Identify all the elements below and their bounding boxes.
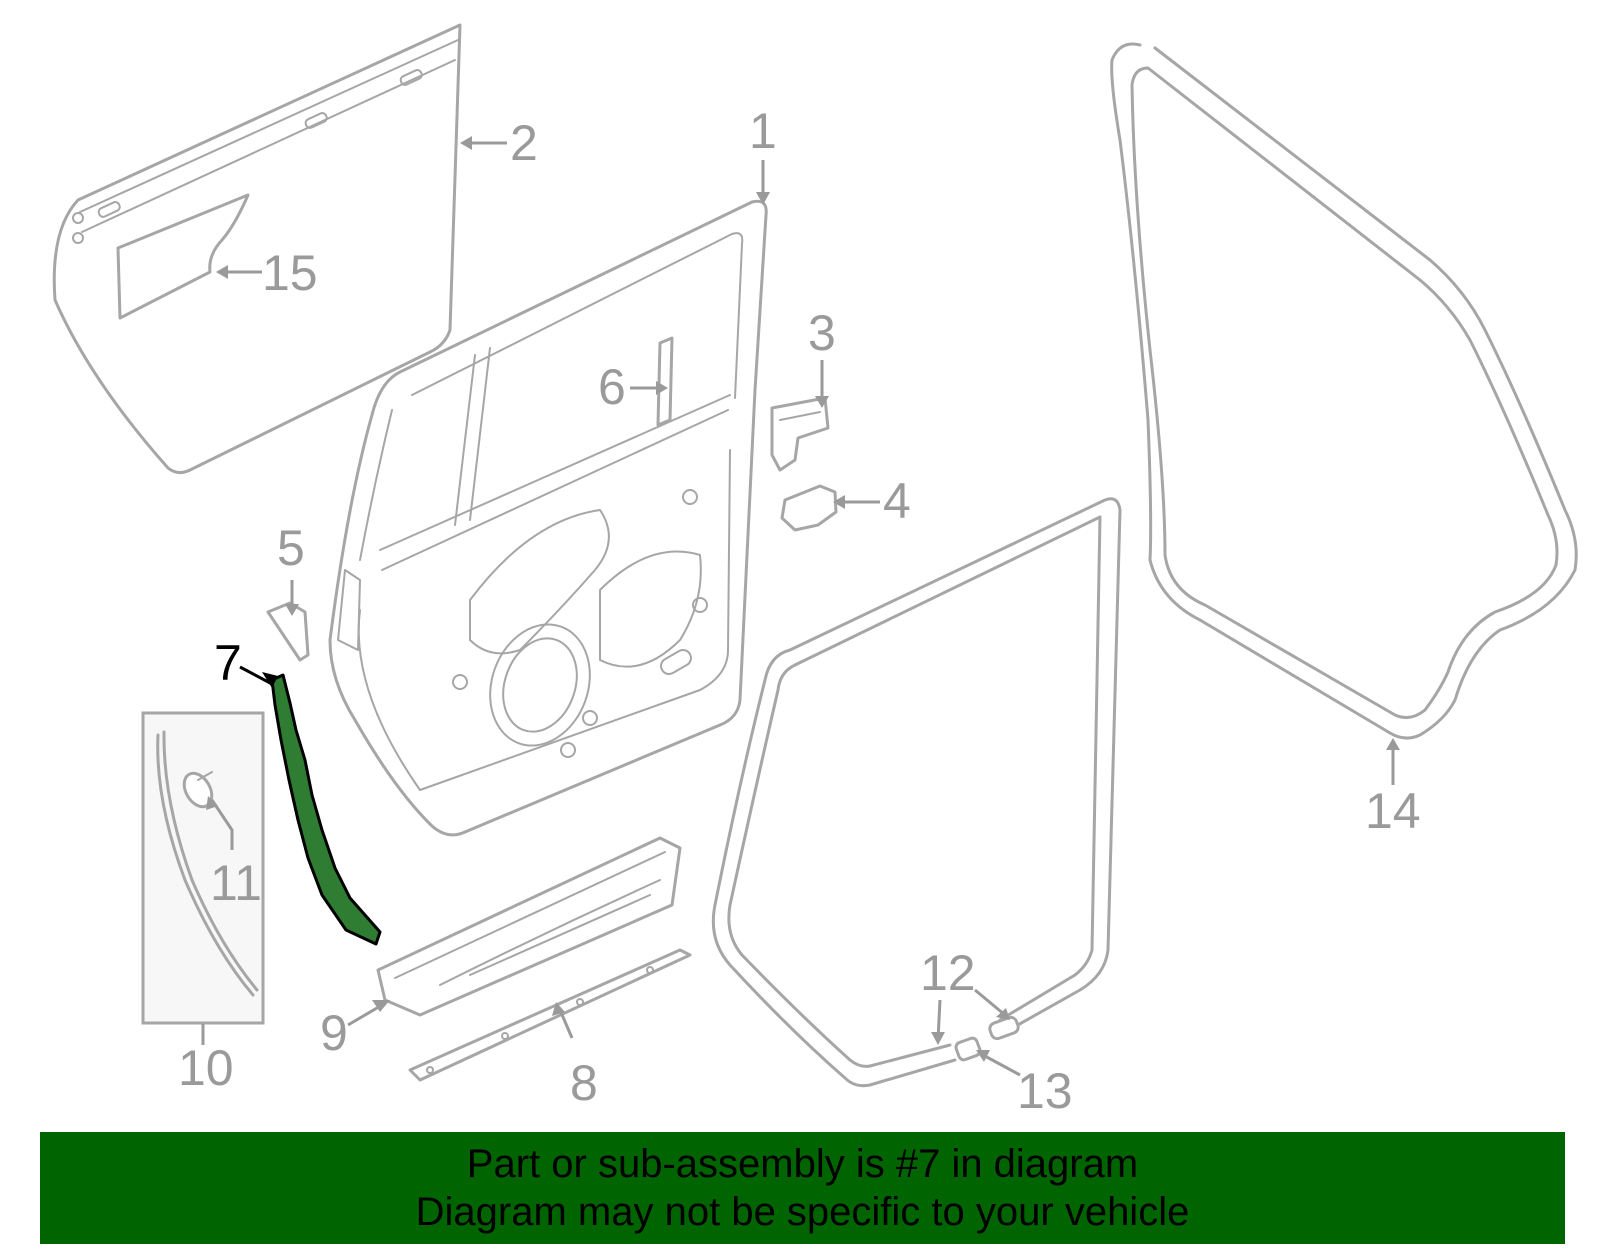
- callout-11: 11: [210, 855, 262, 911]
- leader-11: [210, 799, 234, 850]
- part-1-door-shell[interactable]: [328, 199, 768, 837]
- callout-6: 6: [598, 359, 626, 415]
- part-6-glass-run-channel[interactable]: [656, 336, 674, 427]
- callout-5: 5: [277, 520, 305, 576]
- part-5-retainer[interactable]: [266, 601, 310, 662]
- part-4-clip[interactable]: [780, 484, 838, 532]
- leader-13: [982, 1053, 1021, 1077]
- leader-8: [558, 1009, 574, 1039]
- arrowhead-9: [372, 1000, 390, 1012]
- leader-9: [347, 1003, 383, 1027]
- callout-labels: 1 2 3 4 5 6 7 8 9 10 11 12 13 14 15: [178, 103, 1421, 1119]
- banner-line-2: Diagram may not be specific to your vehi…: [415, 1190, 1190, 1234]
- part-3-bracket[interactable]: [770, 396, 830, 472]
- callout-4: 4: [883, 473, 911, 529]
- part-10-box[interactable]: [141, 711, 265, 1025]
- part-9-sill-panel[interactable]: [376, 836, 682, 1017]
- leader-lines: [201, 136, 1400, 1077]
- arrowhead-12b: [996, 1008, 1010, 1020]
- callout-7: 7: [214, 635, 242, 691]
- callout-12: 12: [920, 945, 976, 1001]
- arrowhead-11: [206, 796, 218, 810]
- callout-10: 10: [178, 1040, 234, 1096]
- callout-9: 9: [320, 1005, 348, 1061]
- arrowhead-5: [285, 604, 299, 616]
- callout-3: 3: [808, 305, 836, 361]
- arrowhead-3: [815, 396, 829, 408]
- part-8-scuff-plate[interactable]: [408, 948, 692, 1082]
- part-12-door-seal[interactable]: [711, 497, 1122, 1088]
- arrowhead-13: [976, 1050, 990, 1062]
- arrowhead-8: [552, 1002, 565, 1016]
- callout-8: 8: [570, 1055, 598, 1111]
- part-7-weatherstrip[interactable]: [270, 673, 382, 946]
- leader-7: [239, 665, 273, 686]
- leader-12b: [974, 988, 1006, 1017]
- part-13-seal-joint[interactable]: [954, 1036, 982, 1062]
- part-15-trim-pad[interactable]: [116, 193, 250, 320]
- callout-2: 2: [510, 115, 538, 171]
- arrowhead-2: [460, 136, 472, 150]
- callout-14: 14: [1365, 783, 1421, 839]
- arrowhead-15: [216, 265, 228, 279]
- part-14-body-seal[interactable]: [1110, 42, 1578, 740]
- banner-line-1: Part or sub-assembly is #7 in diagram: [466, 1142, 1139, 1186]
- arrowhead-4: [833, 495, 845, 509]
- part-info-banner: Part or sub-assembly is #7 in diagram Di…: [40, 1132, 1565, 1244]
- part-2-door-trim-panel[interactable]: [52, 23, 462, 475]
- arrowhead-12a: [931, 1032, 945, 1045]
- arrowhead-7: [262, 672, 278, 688]
- callout-13: 13: [1017, 1063, 1073, 1119]
- arrowhead-6: [656, 381, 668, 395]
- callout-15: 15: [262, 245, 318, 301]
- callout-1: 1: [749, 103, 777, 159]
- arrowhead-14: [1386, 738, 1400, 750]
- arrowhead-1: [756, 192, 770, 205]
